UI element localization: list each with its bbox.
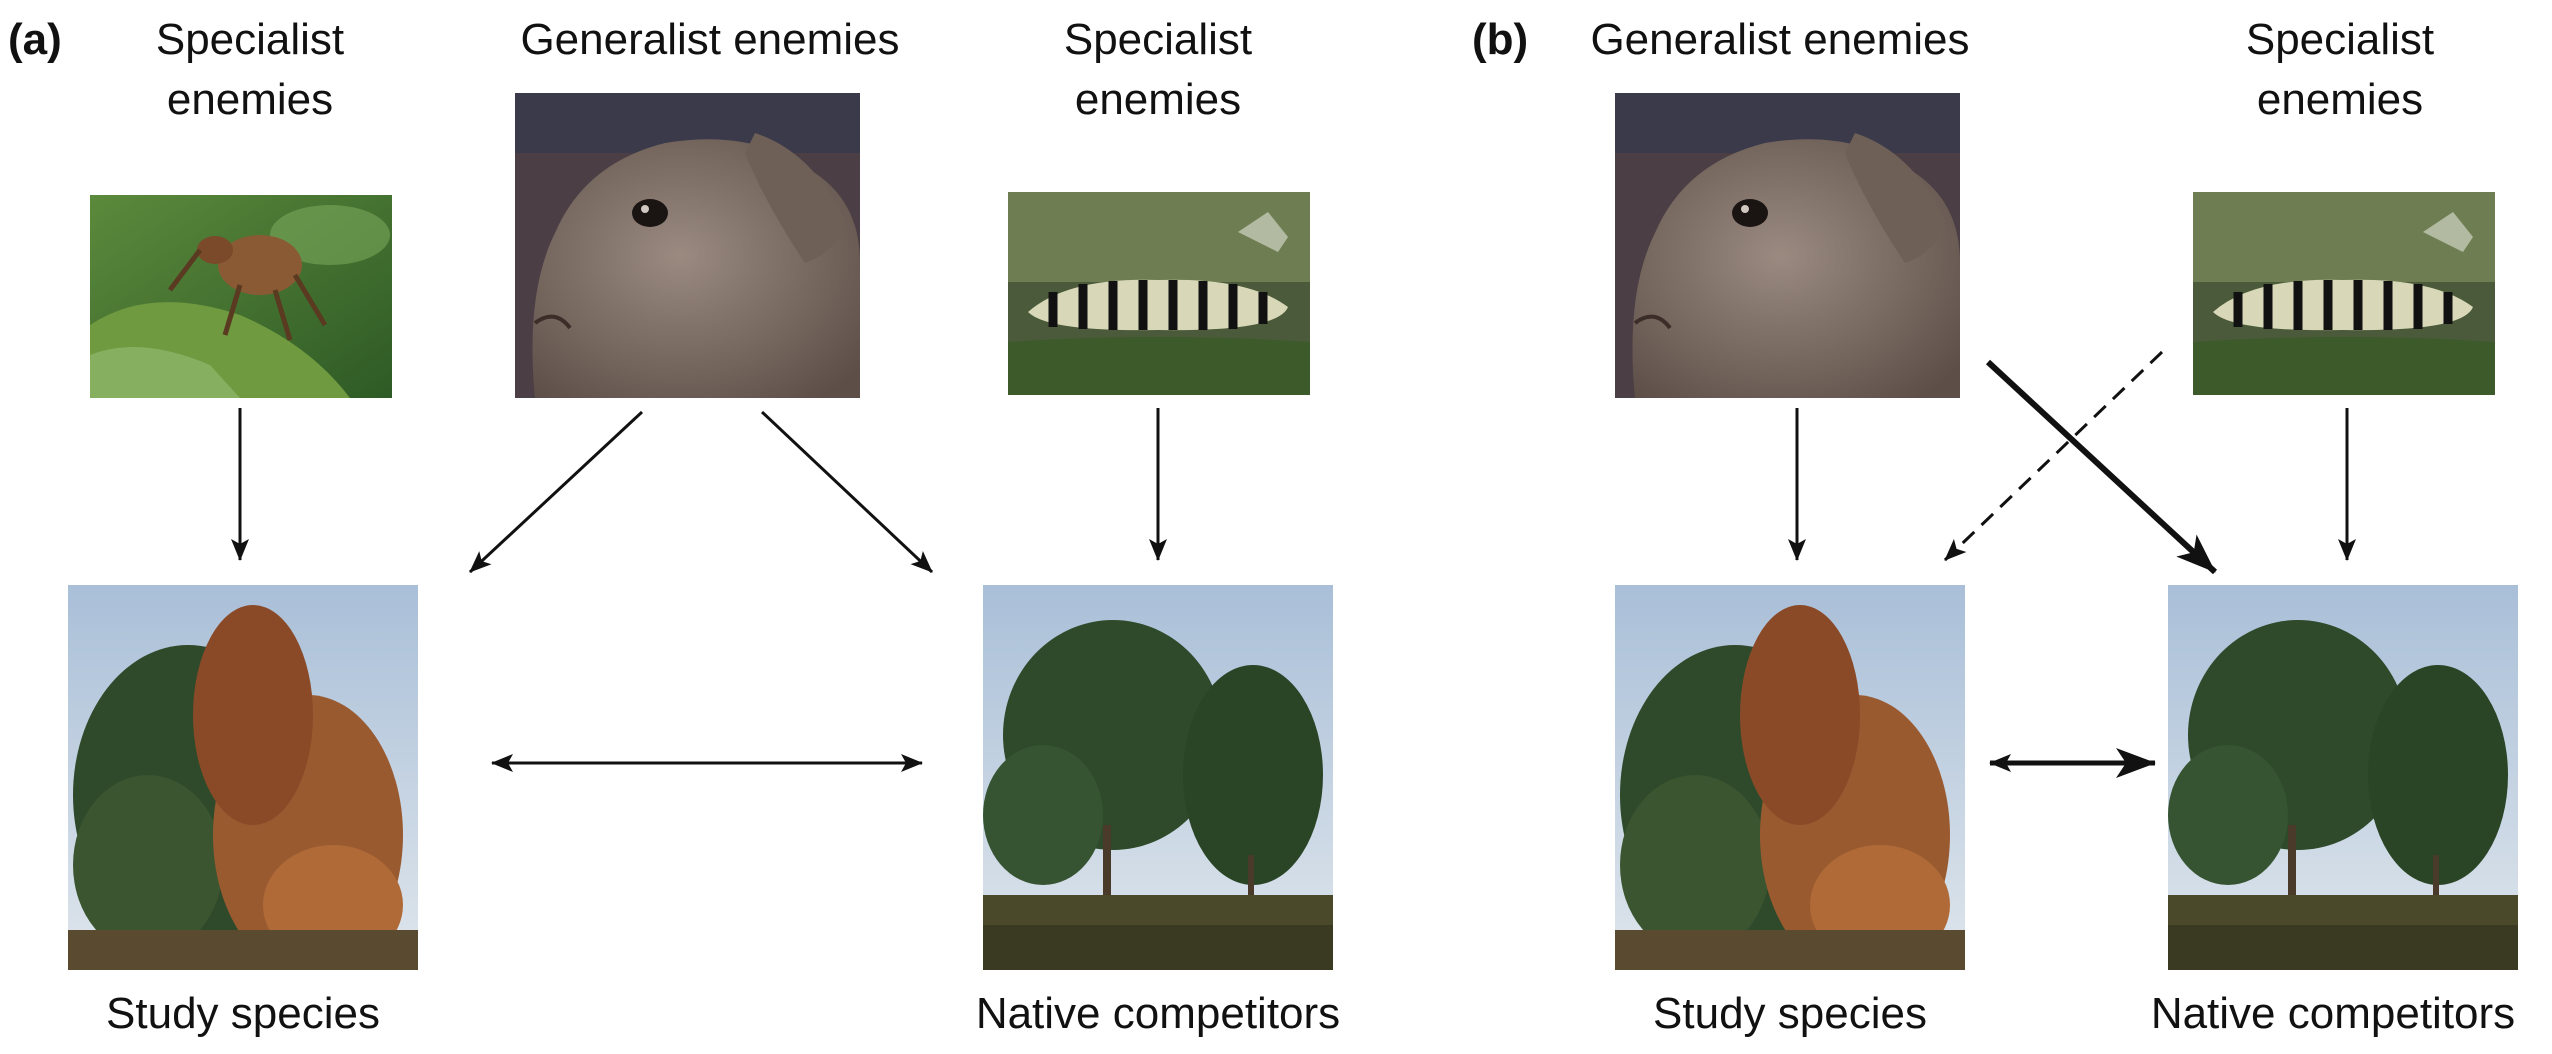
weevil-photo	[90, 195, 392, 398]
caterpillar-photo-b	[2193, 192, 2495, 395]
arrow-generalist-to-competitors-b	[1985, 359, 2218, 575]
arrow-specialist-to-study-dashed	[1943, 350, 2164, 562]
rabbit-photo	[515, 93, 860, 398]
specialist-enemies-label-left: Specialist enemies	[155, 15, 345, 124]
rabbit-photo-b	[1615, 93, 1960, 398]
generalist-enemies-label-b: Generalist enemies	[1590, 15, 1970, 64]
specialist-enemies-label-right: Specialist enemies	[1063, 15, 1253, 124]
study-species-tree-photo-b	[1615, 585, 1965, 970]
arrow-generalist-to-study	[468, 410, 644, 574]
native-competitor-trees-photo	[983, 585, 1333, 970]
study-species-label: Study species	[106, 989, 380, 1038]
native-competitor-trees-photo-b	[2168, 585, 2518, 970]
study-species-label-b: Study species	[1653, 989, 1927, 1038]
panel-a-label: (a)	[8, 15, 62, 64]
study-species-tree-photo	[68, 585, 418, 970]
native-competitors-label: Native competitors	[975, 989, 1341, 1038]
caterpillar-photo	[1008, 192, 1310, 395]
generalist-enemies-label: Generalist enemies	[520, 15, 900, 64]
panel-b-label: (b)	[1472, 15, 1529, 64]
specialist-enemies-label-b: Specialist enemies	[2245, 15, 2435, 124]
arrow-generalist-to-competitors	[760, 410, 934, 574]
native-competitors-label-b: Native competitors	[2150, 989, 2516, 1038]
